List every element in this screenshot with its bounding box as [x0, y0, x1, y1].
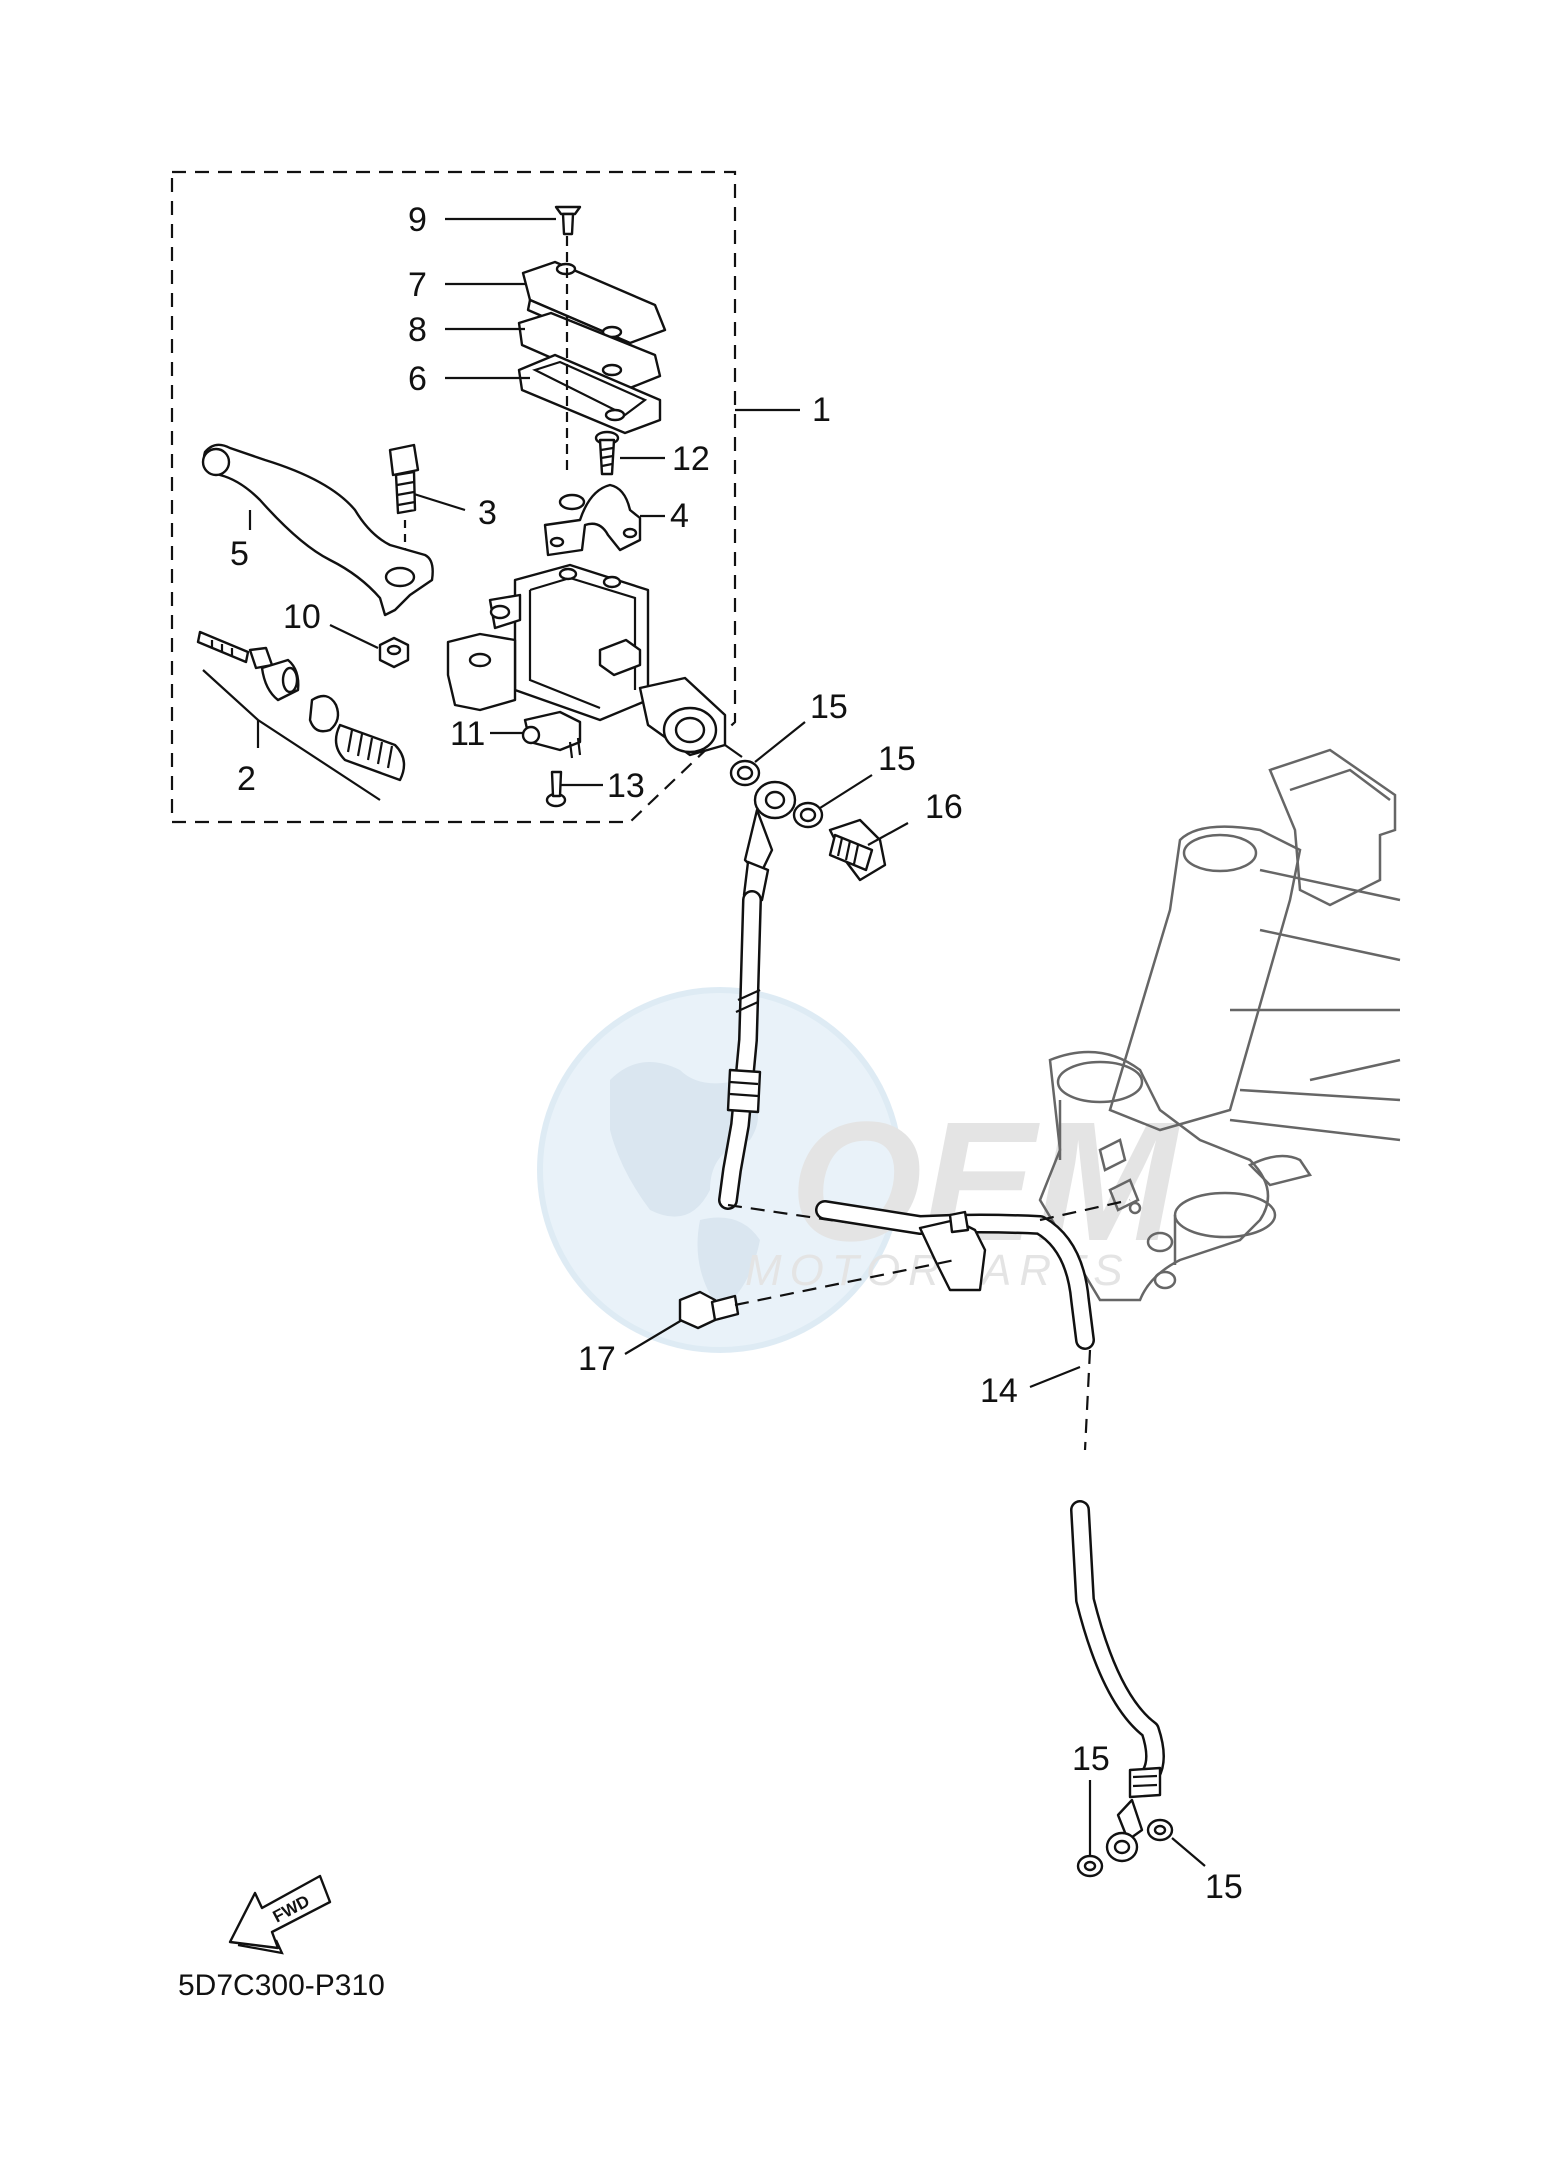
- callout-15-c: 15: [1072, 1740, 1110, 1778]
- lower-banjo: [1105, 1831, 1139, 1863]
- callout-leaders: [248, 217, 1206, 1867]
- fwd-arrow: FWD: [228, 1874, 332, 1955]
- assembly-group-frame: [170, 170, 737, 824]
- watermark-globe: [537, 987, 903, 1353]
- callout-17: 17: [578, 1340, 616, 1378]
- callout-4: 4: [670, 497, 689, 535]
- diagram-code: 5D7C300-P310: [178, 1969, 385, 2002]
- callout-10: 10: [283, 598, 321, 636]
- callout-7: 7: [408, 266, 427, 304]
- callout-13: 13: [607, 767, 645, 805]
- part-15-washer-lower-2-hole: [1153, 1824, 1167, 1836]
- part-6-diaphragm: [517, 353, 662, 435]
- part-2-piston-kit: [196, 630, 406, 801]
- watermark-brand: OEM: [790, 1087, 1181, 1277]
- callout-1: 1: [812, 391, 831, 429]
- callout-15-a: 15: [810, 688, 848, 726]
- callout-15-d: 15: [1205, 1868, 1243, 1906]
- callout-16: 16: [925, 788, 963, 826]
- callout-11: 11: [450, 715, 485, 753]
- part-8-plate: [517, 311, 662, 392]
- part-16-banjo-bolt: [828, 818, 887, 882]
- upper-hose-banjo: [742, 780, 797, 902]
- watermark-continents: [610, 1062, 760, 1310]
- master-cylinder-body: [446, 563, 743, 758]
- callout-5: 5: [230, 535, 249, 573]
- part-3-pivot-bolt: [388, 443, 420, 515]
- part-15-washer-upper-2-hole: [799, 807, 817, 823]
- callout-12: 12: [672, 440, 710, 478]
- watermark: OEM MOTORPARTS: [537, 987, 1181, 1353]
- part-9-screw: [554, 205, 582, 236]
- part-14-brake-hose: [718, 890, 1165, 1842]
- part-10-nut: [378, 636, 410, 669]
- part-15-washer-upper-1-hole: [736, 765, 754, 781]
- callout-6: 6: [408, 360, 427, 398]
- part-13-screw: [545, 770, 567, 808]
- part-11-switch: [521, 710, 582, 759]
- callout-2: 2: [237, 760, 256, 798]
- callout-8: 8: [408, 311, 427, 349]
- part-12-bolt: [594, 430, 620, 476]
- callout-9: 9: [408, 201, 427, 239]
- callout-15-b: 15: [878, 740, 916, 778]
- part-5-brake-lever: [201, 443, 434, 617]
- callout-14: 14: [980, 1372, 1018, 1410]
- frame-steering-head: [1038, 748, 1401, 1302]
- part-4-clamp: [543, 483, 642, 557]
- part-15-washer-lower-1-hole: [1083, 1860, 1097, 1872]
- callout-3: 3: [478, 494, 497, 532]
